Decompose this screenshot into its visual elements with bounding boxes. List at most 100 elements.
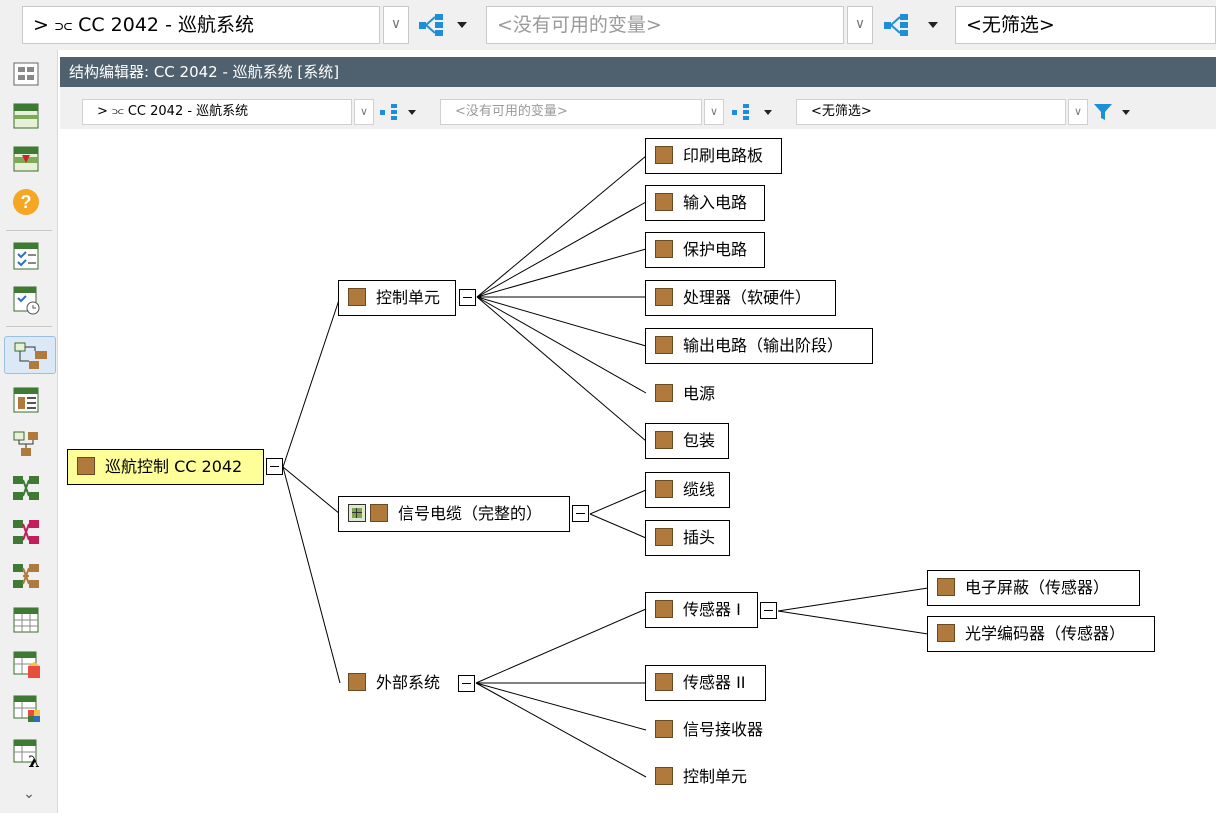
lambda-table-icon: λ (13, 739, 40, 771)
sidebar-divider (6, 326, 52, 327)
part-icon (655, 239, 673, 258)
tree-node-root[interactable]: 巡航控制 CC 2042 (67, 449, 264, 485)
collapse-icon[interactable] (458, 675, 475, 692)
variant-view-button[interactable] (876, 8, 942, 42)
tree-node[interactable]: 光学编码器（传感器） (927, 616, 1155, 652)
tree-node-sensor-1[interactable]: 传感器 I (645, 592, 758, 628)
part-icon (655, 719, 673, 738)
editor-variant-combo[interactable]: <没有可用的变量> (440, 99, 702, 125)
table-icon (13, 103, 39, 129)
list-icon (13, 387, 39, 413)
checklist-icon (13, 242, 39, 270)
tree-node[interactable]: 处理器（软硬件） (645, 280, 836, 316)
structure-view-button[interactable] (411, 8, 471, 42)
left-sidebar: ? λ ⌄ (0, 50, 58, 813)
tree-node[interactable]: 插头 (645, 520, 730, 556)
network-green-icon (13, 476, 39, 500)
part-icon (348, 672, 366, 691)
hierarchy-icon (884, 14, 938, 36)
variant-dropdown-button[interactable]: ∨ (847, 6, 873, 44)
editor-structure-dropdown[interactable]: ∨ (354, 99, 374, 125)
network-red-icon (13, 520, 39, 544)
help-button[interactable]: ? (10, 186, 42, 218)
tree-node[interactable]: 控制单元 (645, 759, 765, 795)
structure-dropdown-button[interactable]: ∨ (383, 6, 409, 44)
help-icon: ? (13, 189, 39, 215)
structure-tree-button[interactable] (4, 336, 56, 374)
checklist-button[interactable] (10, 240, 42, 272)
part-icon (655, 287, 673, 306)
part-icon (655, 599, 673, 618)
grid-icon (13, 62, 39, 86)
tree-node[interactable]: 包装 (645, 423, 729, 459)
part-icon (655, 527, 673, 546)
table-import-icon (13, 146, 39, 172)
top-toolbar: > ⫗ CC 2042 - 巡航系统 ∨ <没有可用的变量> ∨ <无筛选> (0, 0, 1216, 50)
matrix-button[interactable] (10, 560, 42, 592)
tree-node-control-unit[interactable]: 控制单元 (338, 280, 456, 316)
filter-combo[interactable]: <无筛选> (955, 6, 1216, 44)
table-grid-button[interactable] (10, 604, 42, 636)
tree-node-external-system[interactable]: 外部系统 (338, 665, 458, 701)
editor-toolbar: > ⫗ CC 2042 - 巡航系统 ∨ <没有可用的变量> ∨ <无筛选> ∨ (60, 87, 1216, 129)
import-button[interactable] (10, 143, 42, 175)
layout-grid-button[interactable] (10, 58, 42, 90)
color-table-button[interactable] (10, 692, 42, 724)
part-icon (655, 192, 673, 211)
tree-node[interactable]: 电源 (645, 376, 735, 412)
tree-node[interactable]: 输出电路（输出阶段） (645, 328, 873, 364)
part-icon (370, 503, 388, 522)
tree-node[interactable]: 电子屏蔽（传感器） (927, 570, 1140, 606)
structure-combo[interactable]: > ⫗ CC 2042 - 巡航系统 (22, 6, 380, 44)
sidebar-divider (6, 230, 52, 231)
editor-title: 结构编辑器: CC 2042 - 巡航系统 [系统] (60, 57, 1216, 87)
editor-filter-dropdown[interactable]: ∨ (1068, 99, 1088, 125)
red-network-button[interactable] (10, 516, 42, 548)
part-icon (655, 335, 673, 354)
editor-variant-view-button[interactable] (726, 99, 780, 125)
part-icon (77, 456, 95, 475)
color-table-icon (13, 695, 40, 722)
green-network-button[interactable] (10, 472, 42, 504)
editor-variant-dropdown[interactable]: ∨ (704, 99, 724, 125)
part-icon (655, 383, 673, 402)
part-icon (655, 479, 673, 498)
variant-combo[interactable]: <没有可用的变量> (486, 6, 844, 44)
assembly-icon (348, 503, 366, 522)
editor-filter-combo[interactable]: <无筛选> (796, 99, 1066, 125)
table-grid-icon (13, 607, 39, 633)
tree-node[interactable]: 保护电路 (645, 232, 765, 268)
hierarchy-icon (732, 104, 772, 120)
hierarchy-icon (419, 14, 467, 36)
tree-node[interactable]: 缆线 (645, 472, 730, 508)
hierarchy-icon (380, 104, 416, 120)
lambda-table-button[interactable]: λ (10, 736, 42, 771)
tree-icon (14, 342, 47, 369)
list-view-button[interactable] (10, 384, 42, 416)
cube-table-icon (13, 651, 40, 678)
editor-structure-view-button[interactable] (376, 99, 424, 125)
collapse-icon[interactable] (572, 505, 589, 522)
tree-node[interactable]: 传感器 II (645, 665, 766, 701)
more-chevron-icon[interactable]: ⌄ (23, 786, 35, 802)
collapse-icon[interactable] (459, 289, 476, 306)
matrix-icon (13, 564, 39, 588)
tree-node[interactable]: 信号接收器 (645, 712, 785, 748)
filter-button[interactable] (1090, 99, 1140, 125)
part-icon (937, 623, 955, 642)
cube-table-button[interactable] (10, 648, 42, 680)
table-view-button[interactable] (10, 100, 42, 132)
tree-node[interactable]: 印刷电路板 (645, 138, 782, 174)
part-icon (937, 577, 955, 596)
hierarchy-view-button[interactable] (10, 428, 42, 460)
schedule-icon (13, 286, 40, 315)
collapse-icon[interactable] (266, 458, 283, 475)
tree-node[interactable]: 输入电路 (645, 185, 765, 221)
schedule-button[interactable] (10, 284, 42, 316)
collapse-icon[interactable] (760, 602, 777, 619)
tree-node-signal-cable[interactable]: 信号电缆（完整的） (338, 496, 570, 532)
svg-text:λ: λ (28, 752, 39, 768)
editor-structure-combo[interactable]: > ⫗ CC 2042 - 巡航系统 (82, 99, 352, 125)
filter-icon (1094, 104, 1130, 120)
